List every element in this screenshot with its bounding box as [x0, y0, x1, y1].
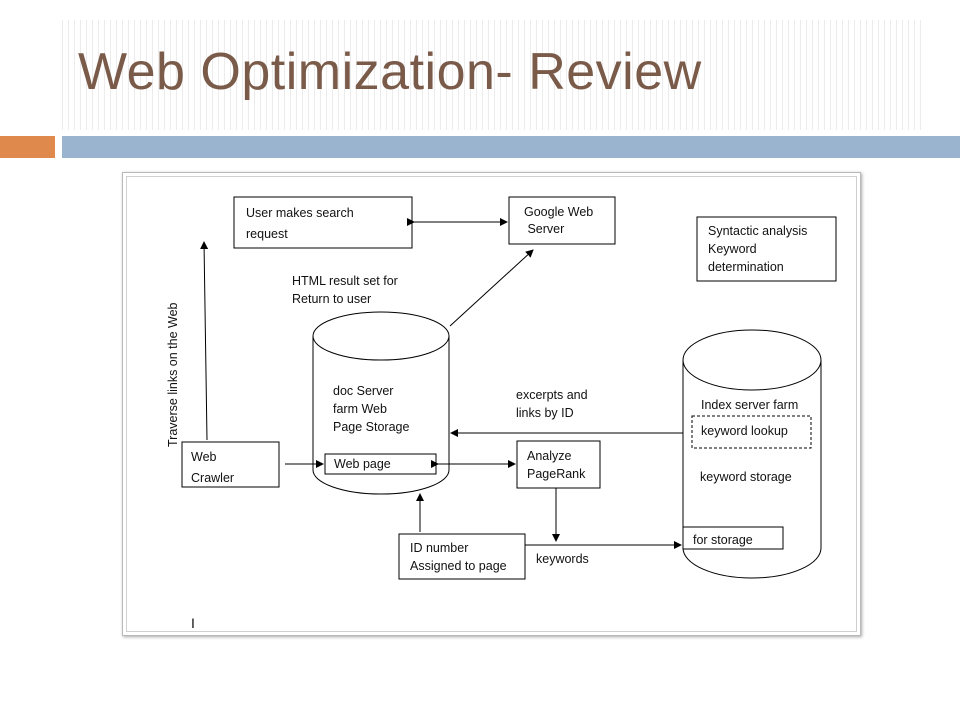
title-background-pattern [62, 20, 922, 130]
analyze-label: Analyze PageRank [527, 449, 586, 481]
web-crawler-box [181, 441, 280, 488]
keywords-label: keywords [536, 552, 589, 566]
excerpts-label: excerpts and links by ID [516, 388, 588, 420]
user-request-label: User makes search request [246, 206, 354, 241]
google-server-box [508, 196, 616, 245]
index-farm-label: Index server farm [701, 398, 799, 412]
doc-server-label: doc Server farm Web Page Storage [333, 384, 410, 434]
arrow-doc-to-google [449, 249, 534, 327]
slide-title: Web Optimization- Review [78, 43, 702, 101]
accent-bar-blue [62, 136, 960, 158]
web-page-label: Web page [334, 457, 391, 471]
id-number-box [398, 533, 526, 580]
cursor-mark: I [191, 615, 195, 631]
user-request-box [233, 196, 413, 249]
syntactic-box [696, 216, 837, 282]
for-storage-label: for storage [693, 533, 753, 547]
accent-bar-orange [0, 136, 55, 158]
keyword-lookup-box [691, 415, 812, 449]
for-storage-box [682, 526, 784, 550]
html-result-label: HTML result set for Return to user [292, 274, 398, 306]
diagram-frame-inner [126, 176, 857, 632]
syntactic-label: Syntactic analysis Keyword determination [708, 224, 808, 274]
keyword-lookup-label: keyword lookup [701, 424, 788, 438]
index-server-cylinder [682, 329, 822, 579]
id-number-label: ID number Assigned to page [410, 541, 507, 573]
keyword-storage-label: keyword storage [700, 470, 792, 484]
traverse-label: Traverse links on the Web [166, 302, 180, 447]
web-crawler-label: Web Crawler [191, 450, 235, 485]
google-server-label: Google Web Server [524, 205, 594, 236]
analyze-box [516, 440, 601, 489]
arrow-traverse-up [200, 241, 209, 441]
